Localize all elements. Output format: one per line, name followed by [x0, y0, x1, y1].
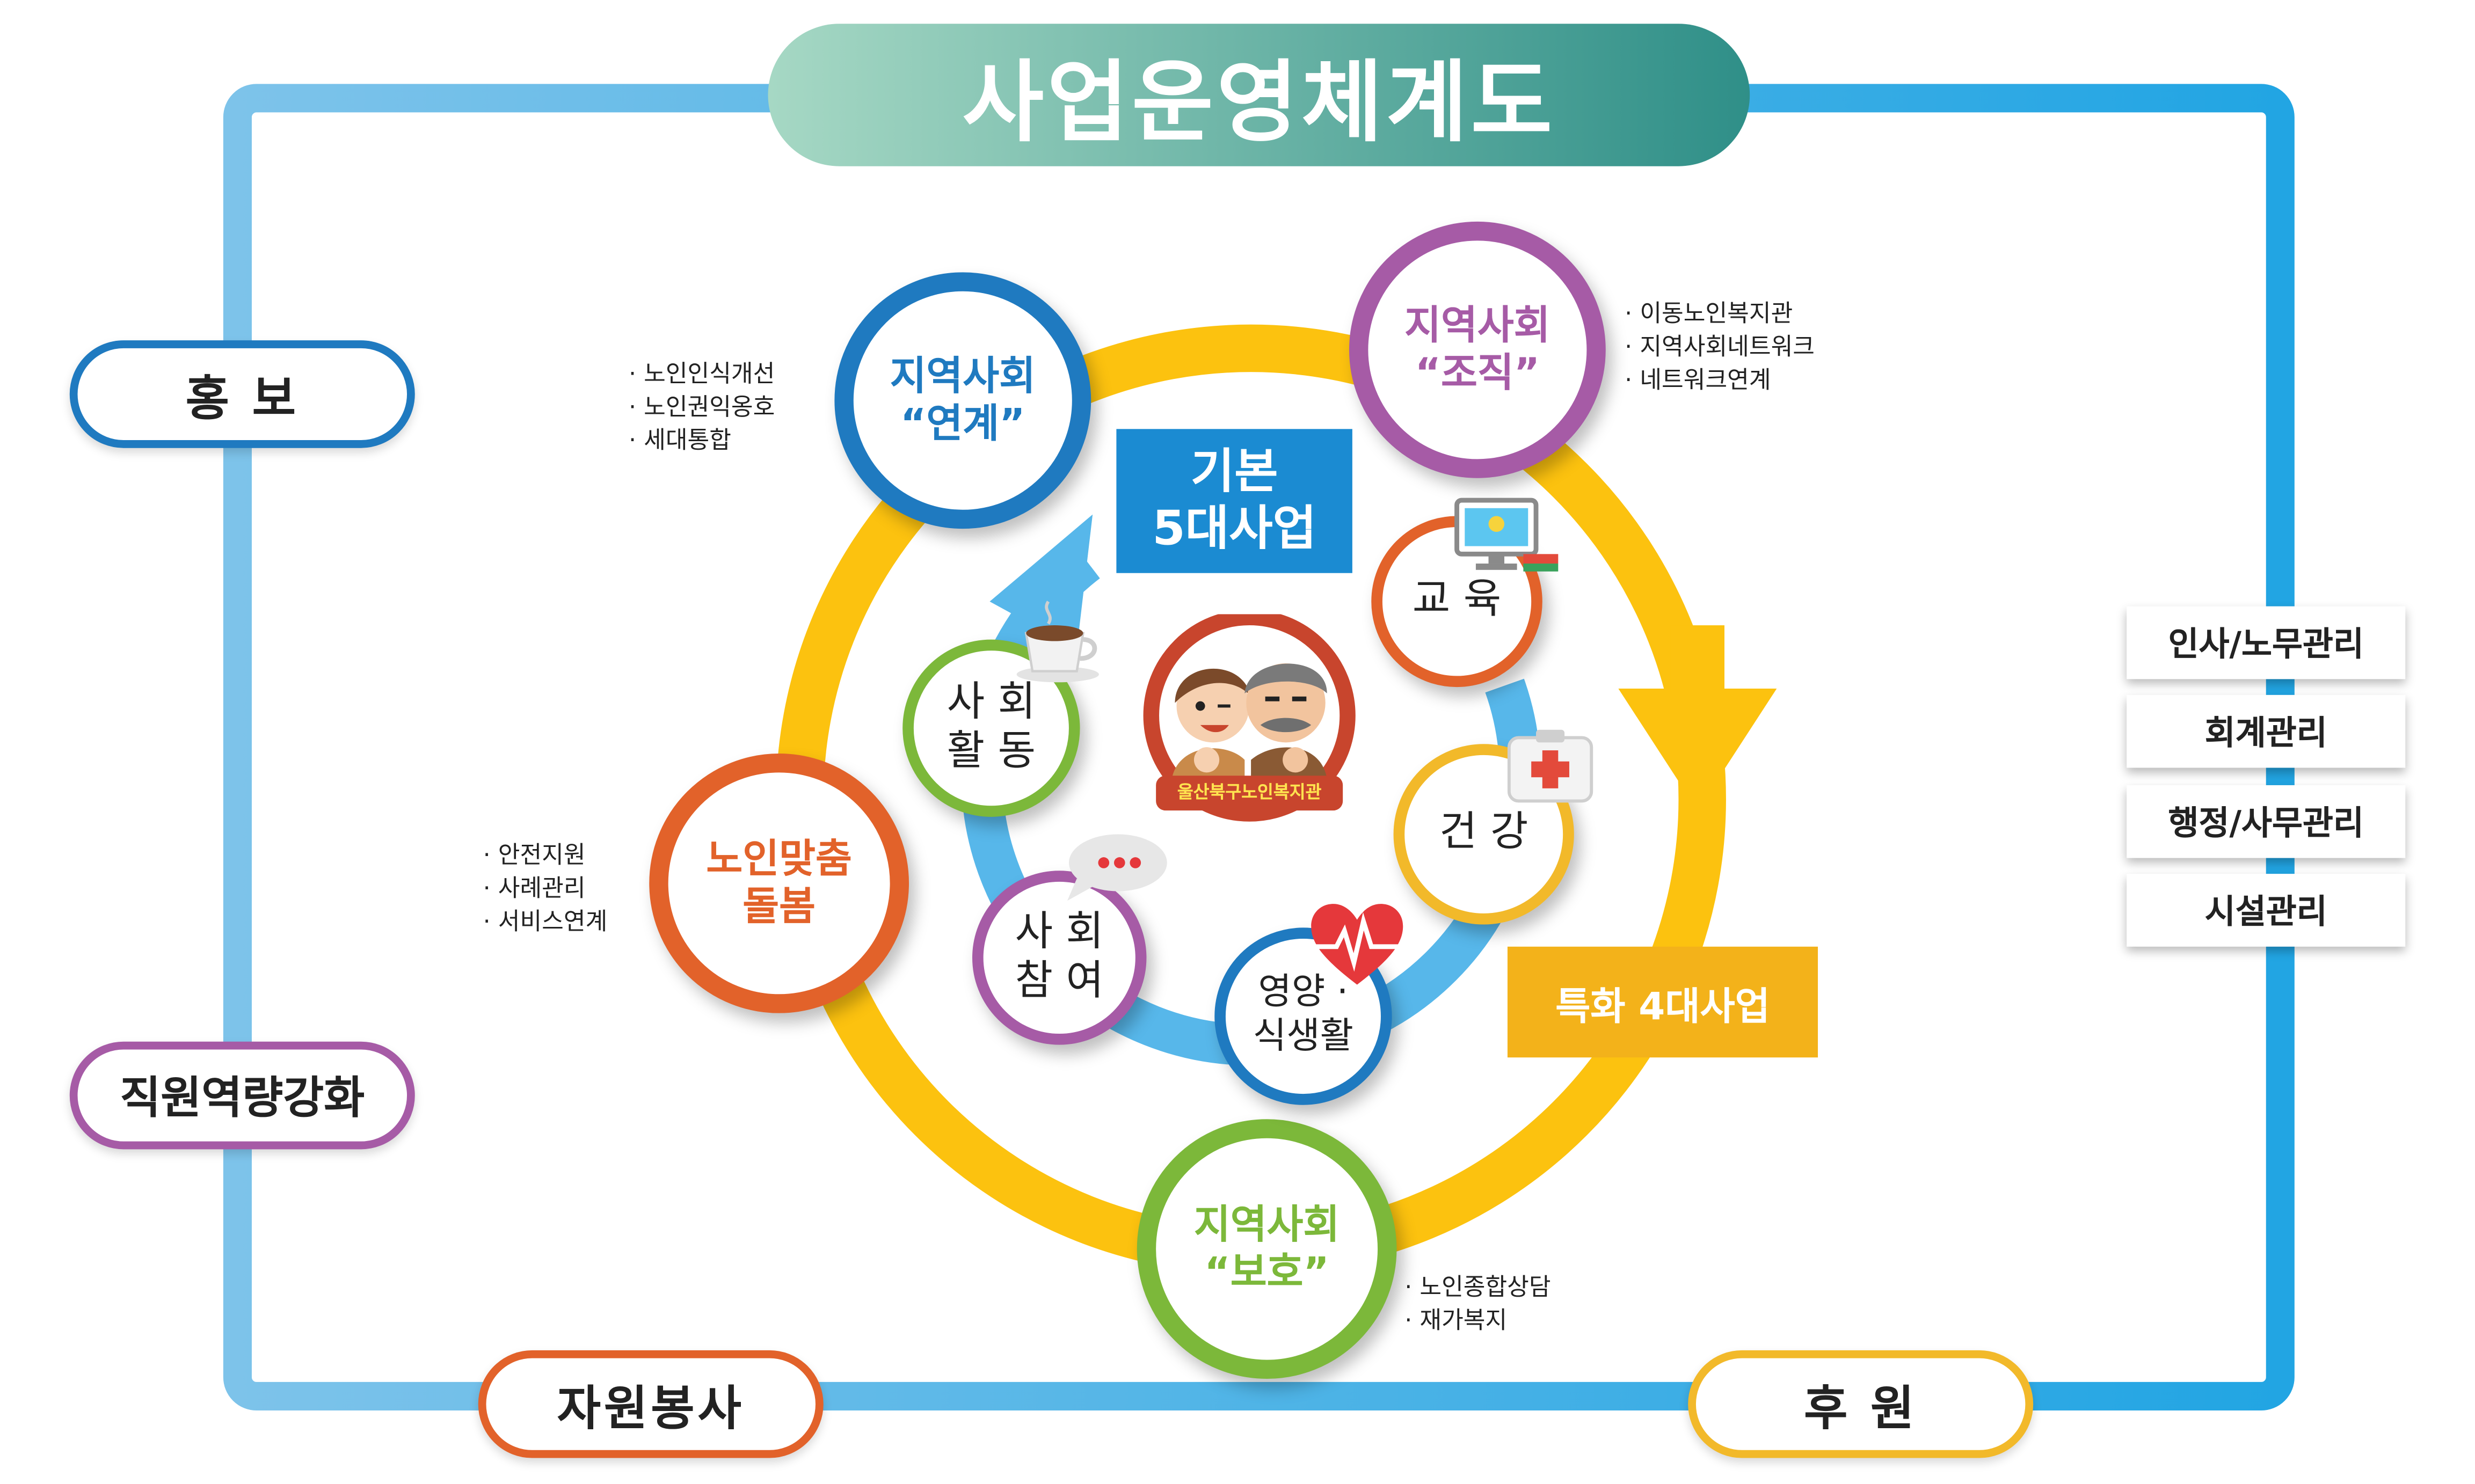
note-item: 서비스연계	[483, 905, 608, 939]
note-item: 노인종합상담	[1404, 1271, 1550, 1304]
computer-icon	[1454, 498, 1559, 572]
yellow-arrow-shaft	[1670, 625, 1725, 692]
management-item-hr: 인사/노무관리	[2127, 606, 2406, 679]
community-organize-notes: 이동노인복지관 지역사회네트워크 네트워크연계	[1625, 298, 1815, 398]
page-title: 사업운영체계도	[962, 51, 1556, 155]
note-item: 안전지원	[483, 839, 608, 872]
activity-line1: 사 회	[947, 678, 1036, 727]
note-item: 노인권익옹호	[629, 391, 775, 425]
staff-training-label: 직원역량강화	[69, 1041, 415, 1150]
note-item: 세대통합	[629, 424, 775, 457]
community-organize-line2: “조직”	[1415, 349, 1540, 396]
management-item-admin: 행정/사무관리	[2127, 785, 2406, 858]
publicity-label: 홍 보	[69, 340, 415, 448]
note-item: 지역사회네트워크	[1625, 331, 1815, 364]
first-aid-icon	[1507, 729, 1593, 803]
chat-bubble-icon	[1067, 834, 1167, 901]
custom-care-line1: 노인맞춤	[706, 836, 852, 882]
custom-care-line2: 돌봄	[742, 883, 816, 930]
sponsorship-label: 후 원	[1688, 1350, 2034, 1458]
basic-projects-box: 기본 5대사업	[1116, 429, 1352, 573]
yellow-arrow-head	[1618, 689, 1777, 811]
note-item: 재가복지	[1404, 1304, 1550, 1337]
participation-line2: 참 여	[1015, 957, 1104, 1005]
coffee-cup-icon	[1016, 601, 1099, 683]
basic-projects-line1: 기본	[1190, 444, 1278, 500]
community-organize-line1: 지역사회	[1404, 302, 1550, 348]
volunteer-label: 자원봉사	[478, 1350, 824, 1458]
title-pill	[768, 24, 1750, 166]
mascot-logo-icon	[1143, 614, 1356, 822]
community-protect-line1: 지역사회	[1193, 1201, 1340, 1248]
nutrition-line1: 영양 ·	[1258, 973, 1349, 1014]
circle-community-link: 지역사회 “연계”	[834, 272, 1091, 529]
custom-care-notes: 안전지원 사례관리 서비스연계	[483, 839, 608, 939]
circle-community-organize: 지역사회 “조직”	[1349, 221, 1606, 478]
community-link-notes: 노인인식개선 노인권익옹호 세대통합	[629, 358, 775, 458]
community-link-line1: 지역사회	[890, 353, 1036, 399]
note-item: 사례관리	[483, 872, 608, 905]
nutrition-line2: 식생활	[1253, 1016, 1354, 1058]
note-item: 네트워크연계	[1625, 364, 1815, 397]
note-item: 이동노인복지관	[1625, 298, 1815, 331]
education-label: 교 육	[1412, 576, 1502, 625]
community-link-line2: “연계”	[900, 400, 1025, 447]
health-label: 건 강	[1439, 809, 1528, 857]
management-item-accounting: 회계관리	[2127, 695, 2406, 768]
management-item-facility: 시설관리	[2127, 874, 2406, 947]
note-item: 노인인식개선	[629, 358, 775, 391]
circle-custom-care: 노인맞춤 돌봄	[649, 753, 909, 1013]
logo-text: 울산북구노인복지관	[1177, 782, 1322, 803]
special-projects-box: 특화 4대사업	[1507, 946, 1818, 1058]
activity-line2: 활 동	[947, 728, 1036, 776]
community-protect-notes: 노인종합상담 재가복지	[1404, 1271, 1550, 1337]
heart-pulse-icon	[1311, 904, 1403, 985]
basic-projects-line2: 5대사업	[1152, 501, 1317, 557]
participation-line1: 사 회	[1015, 908, 1104, 956]
circle-community-protect: 지역사회 “보호”	[1137, 1119, 1397, 1379]
blue-arrow-head	[989, 514, 1093, 649]
community-protect-line2: “보호”	[1204, 1249, 1329, 1295]
